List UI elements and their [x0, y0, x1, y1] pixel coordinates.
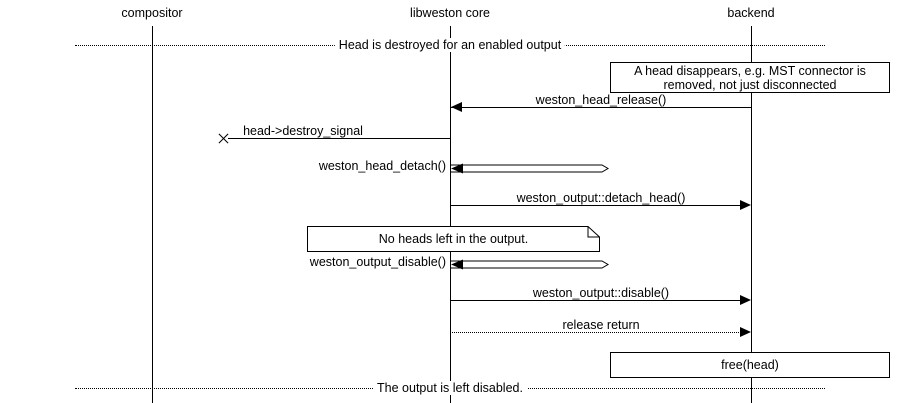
message-line-weston-output-disable — [450, 300, 741, 301]
message-label-weston-output-disable-self: weston_output_disable() — [309, 255, 446, 269]
arrowhead-weston-head-release — [451, 102, 462, 112]
message-label-weston-head-release: weston_head_release() — [535, 93, 667, 107]
note-head-disappears: A head disappears, e.g. MST connector is… — [610, 62, 890, 93]
note-no-heads-left-text: No heads left in the output. — [378, 232, 529, 246]
message-label-weston-head-detach: weston_head_detach() — [318, 159, 446, 173]
selfcall-weston-output-disable — [450, 256, 610, 280]
message-label-head-destroy-signal: head->destroy_signal — [243, 124, 363, 138]
lifeline-libweston-core — [450, 26, 451, 403]
lifeline-compositor — [152, 26, 153, 403]
note-free-head-text: free(head) — [721, 358, 779, 372]
top-divider-label: Head is destroyed for an enabled output — [334, 38, 566, 52]
message-line-weston-output-detach-head — [450, 205, 741, 206]
note-no-heads-left: No heads left in the output. — [307, 226, 600, 252]
arrowhead-weston-output-detach-head — [740, 200, 751, 210]
bottom-divider-label: The output is left disabled. — [373, 381, 527, 395]
participant-label-compositor: compositor — [121, 6, 183, 20]
arrowhead-weston-output-disable — [740, 295, 751, 305]
message-line-weston-head-release — [451, 107, 751, 108]
participant-label-libweston-core: libweston core — [410, 6, 490, 20]
arrowhead-release-return — [740, 327, 751, 337]
destroy-cross-icon — [216, 132, 229, 145]
note-free-head: free(head) — [610, 352, 890, 378]
message-label-weston-output-disable: weston_output::disable() — [532, 286, 670, 300]
message-line-release-return — [450, 332, 741, 333]
message-line-head-destroy-signal — [228, 138, 450, 139]
lifeline-backend — [751, 26, 752, 403]
participant-label-backend: backend — [727, 6, 775, 20]
selfcall-weston-head-detach — [450, 160, 610, 184]
message-label-weston-output-detach-head: weston_output::detach_head() — [516, 191, 686, 205]
message-label-release-return: release return — [562, 318, 640, 332]
note-head-disappears-line2: removed, not just disconnected — [663, 77, 837, 92]
note-head-disappears-line1: A head disappears, e.g. MST connector is — [634, 63, 866, 78]
